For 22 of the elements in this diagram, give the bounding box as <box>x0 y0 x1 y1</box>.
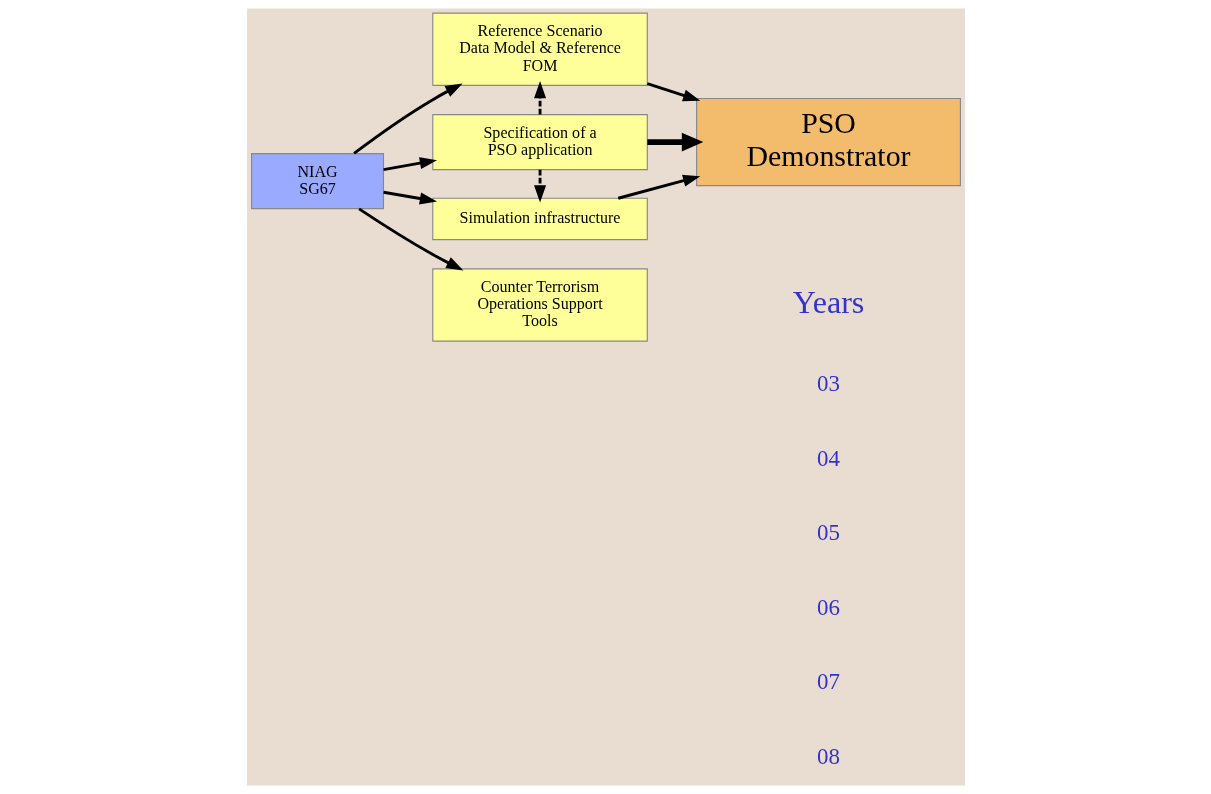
arrow <box>533 81 546 115</box>
label: 06 <box>816 594 840 620</box>
label: 08 <box>816 743 840 769</box>
arrow <box>646 132 703 152</box>
arrow <box>352 83 463 155</box>
node-box: Specification of a PSO application <box>431 114 648 171</box>
label: 03 <box>816 370 840 396</box>
node-box: Reference Scenario Data Model & Reference FOM <box>431 12 648 86</box>
arrow <box>382 190 437 205</box>
node-box: Simulation infrastructure <box>431 197 648 241</box>
label: 05 <box>816 520 840 546</box>
arrow <box>357 207 463 271</box>
arrow <box>646 82 700 102</box>
arrow <box>382 157 437 171</box>
node-box: Counter Terrorism Operations Support Tools <box>431 268 648 342</box>
arrow <box>533 169 546 203</box>
label: 07 <box>816 669 840 695</box>
node-box: NIAG SG67 <box>250 153 384 210</box>
node-box: PSO Demonstrator <box>695 97 961 187</box>
label: Years <box>792 283 864 320</box>
arrow <box>617 174 700 200</box>
label: 04 <box>816 445 840 471</box>
